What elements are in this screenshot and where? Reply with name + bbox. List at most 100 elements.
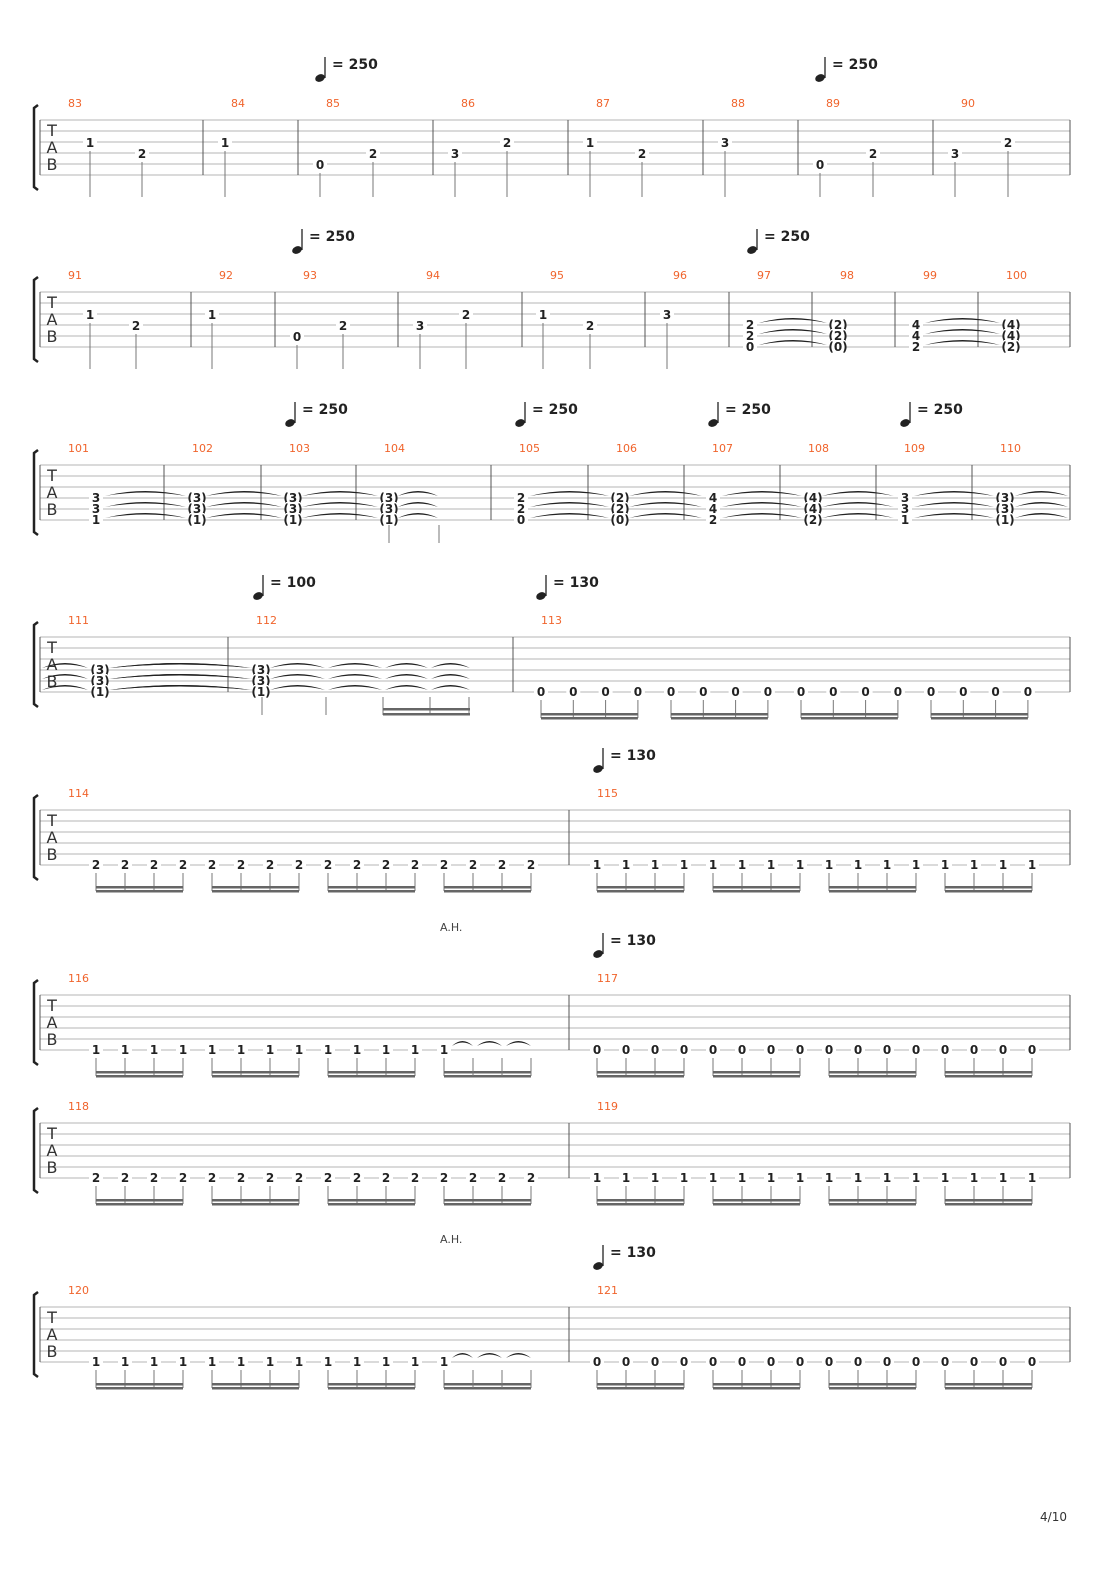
fret-bg <box>831 329 845 342</box>
tab-clef-letter: T <box>46 466 57 485</box>
fret-bg <box>495 1171 509 1184</box>
fret-bg <box>851 1043 865 1056</box>
fret-bg <box>321 1043 335 1056</box>
fret-bg <box>996 1043 1010 1056</box>
beam <box>931 713 1028 716</box>
fret-bg <box>967 1171 981 1184</box>
fret-number: 2 <box>869 147 877 161</box>
measure-number: 106 <box>616 442 637 455</box>
beam <box>212 890 299 893</box>
fret-bg <box>648 1355 662 1368</box>
fret-bg <box>205 1043 219 1056</box>
fret-bg <box>263 1043 277 1056</box>
fret-number: 0 <box>999 1355 1007 1369</box>
fret-bg <box>735 1355 749 1368</box>
fret-bg <box>858 685 873 698</box>
beam <box>945 1383 1032 1386</box>
fret-number: 1 <box>208 1355 216 1369</box>
fret-bg <box>135 147 149 160</box>
fret-number: (1) <box>187 513 206 527</box>
tie-arc <box>105 502 186 507</box>
fret-bg <box>735 1043 749 1056</box>
fret-bg <box>1004 318 1018 331</box>
tie-arc <box>270 674 325 679</box>
fret-number: 1 <box>622 858 630 872</box>
fret-number: (4) <box>1001 318 1020 332</box>
fret-bg <box>379 1171 393 1184</box>
fret-bg <box>822 858 836 871</box>
fret-bg <box>648 858 662 871</box>
tempo-note-head <box>900 419 910 427</box>
fret-number: 2 <box>527 1171 535 1185</box>
fret-number: 1 <box>651 858 659 872</box>
tab-clef-letter: B <box>47 1030 58 1049</box>
fret-number: (0) <box>610 513 629 527</box>
fret-number: 2 <box>121 858 129 872</box>
fret-bg <box>379 1043 393 1056</box>
tie-arc <box>452 1353 473 1358</box>
fret-bg <box>909 858 923 871</box>
fret-bg <box>514 491 528 504</box>
fret-number: 2 <box>1004 136 1012 150</box>
beam <box>829 890 916 893</box>
beam <box>597 890 684 893</box>
fret-bg <box>466 858 480 871</box>
fret-number: 1 <box>825 858 833 872</box>
beam <box>328 1387 415 1390</box>
fret-number: 2 <box>638 147 646 161</box>
fret-number: 0 <box>601 685 609 699</box>
fret-number: 2 <box>339 319 347 333</box>
fret-bg <box>147 858 161 871</box>
beam <box>212 1383 299 1386</box>
measure-number: 100 <box>1006 269 1027 282</box>
fret-bg <box>909 318 923 331</box>
fret-bg <box>190 502 204 515</box>
beam <box>597 1387 684 1390</box>
fret-bg <box>408 1171 422 1184</box>
tab-clef-letter: B <box>47 1342 58 1361</box>
beam <box>444 1071 531 1074</box>
fret-number: 4 <box>912 318 920 332</box>
fret-number: 0 <box>825 1355 833 1369</box>
beam <box>597 1203 684 1206</box>
fret-bg <box>938 1043 952 1056</box>
fret-number: 1 <box>92 1043 100 1057</box>
tab-clef-letter: T <box>46 1124 57 1143</box>
fret-bg <box>794 685 808 698</box>
fret-number: 2 <box>503 136 511 150</box>
fret-bg <box>147 1043 161 1056</box>
fret-number: 3 <box>951 147 959 161</box>
fret-bg <box>706 513 720 526</box>
beam <box>212 1075 299 1078</box>
measure-number: 99 <box>923 269 937 282</box>
measure-number: 116 <box>68 972 89 985</box>
fret-bg <box>998 502 1012 515</box>
fret-number: (3) <box>379 491 398 505</box>
fret-number: 0 <box>912 1355 920 1369</box>
fret-number: 0 <box>651 1355 659 1369</box>
tie-arc <box>328 663 382 668</box>
fret-number: 1 <box>622 1171 630 1185</box>
fret-number: 1 <box>1028 858 1036 872</box>
fret-bg <box>437 1355 451 1368</box>
fret-bg <box>996 1171 1010 1184</box>
fret-bg <box>205 858 219 871</box>
fret-number: 2 <box>746 329 754 343</box>
fret-number: 1 <box>221 136 229 150</box>
fret-number: 1 <box>208 1043 216 1057</box>
fret-number: 0 <box>764 685 772 699</box>
beam <box>96 1071 183 1074</box>
fret-bg <box>234 1171 248 1184</box>
fret-bg <box>706 1043 720 1056</box>
fret-number: 0 <box>999 1043 1007 1057</box>
beam <box>328 1075 415 1078</box>
staff-bracket <box>32 979 39 1066</box>
fret-bg <box>118 1043 132 1056</box>
tie-arc <box>398 502 438 507</box>
fret-number: (2) <box>803 513 822 527</box>
beam <box>829 1199 916 1202</box>
fret-number: 1 <box>767 1171 775 1185</box>
measure-number: 97 <box>757 269 771 282</box>
fret-number: 2 <box>469 1171 477 1185</box>
fret-bg <box>938 858 952 871</box>
